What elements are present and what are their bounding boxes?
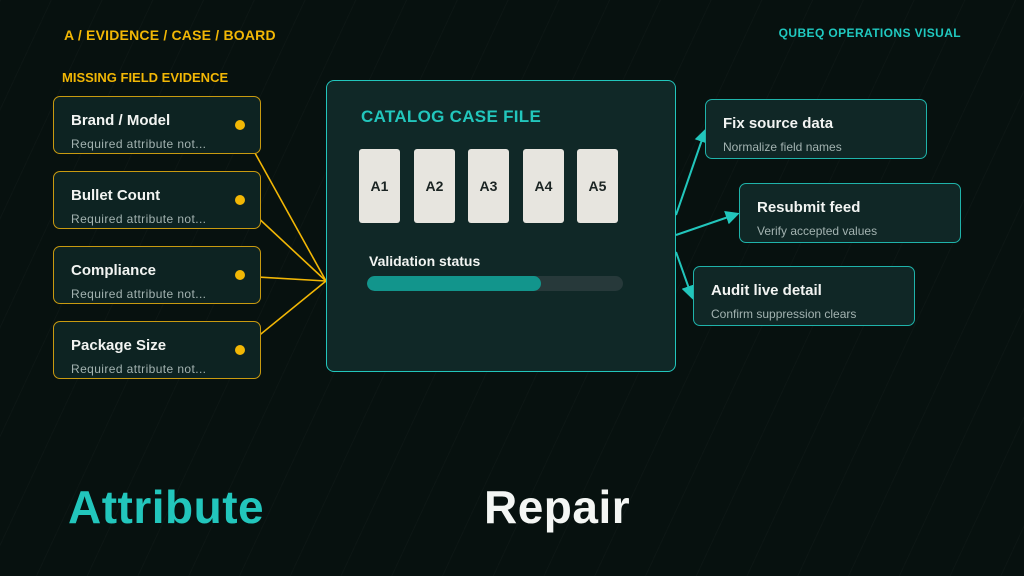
action-arrow-3 [675, 251, 695, 300]
attribute-slot-a4[interactable]: A4 [523, 149, 564, 223]
action-card-resubmit-feed[interactable]: Resubmit feed Verify accepted values [739, 183, 961, 243]
evidence-section-label: MISSING FIELD EVIDENCE [62, 70, 229, 85]
connector-dot-icon [235, 120, 245, 130]
evidence-card-subtitle: Required attribute not... [71, 362, 207, 376]
connector-dot-icon [235, 195, 245, 205]
headline-word-repair: Repair [484, 481, 631, 533]
attribute-slot-a5[interactable]: A5 [577, 149, 618, 223]
action-arrow-2 [675, 211, 740, 236]
validation-status-label: Validation status [369, 253, 481, 269]
evidence-card-title: Package Size [71, 337, 167, 354]
evidence-card-bullet-count[interactable]: Bullet Count Required attribute not... [53, 171, 261, 229]
action-card-title: Resubmit feed [757, 199, 861, 216]
action-arrow-1 [675, 128, 708, 216]
action-card-title: Fix source data [723, 115, 834, 132]
evidence-card-subtitle: Required attribute not... [71, 287, 207, 301]
evidence-card-compliance[interactable]: Compliance Required attribute not... [53, 246, 261, 304]
attribute-slot-a2[interactable]: A2 [414, 149, 455, 223]
action-card-subtitle: Normalize field names [723, 140, 842, 154]
action-card-subtitle: Confirm suppression clears [711, 307, 857, 321]
action-card-fix-source-data[interactable]: Fix source data Normalize field names [705, 99, 927, 159]
breadcrumb: A / EVIDENCE / CASE / BOARD [64, 27, 276, 43]
validation-progress-fill [367, 276, 542, 291]
validation-progress-bar [367, 276, 623, 291]
evidence-card-title: Brand / Model [71, 112, 171, 129]
attribute-slot-a1[interactable]: A1 [359, 149, 400, 223]
catalog-case-file-panel: CATALOG CASE FILE A1 A2 A3 A4 A5 Validat… [326, 80, 676, 372]
attribute-slot-a3[interactable]: A3 [468, 149, 509, 223]
evidence-card-title: Bullet Count [71, 187, 161, 204]
action-card-subtitle: Verify accepted values [757, 224, 878, 238]
evidence-card-package-size[interactable]: Package Size Required attribute not... [53, 321, 261, 379]
action-card-audit-live-detail[interactable]: Audit live detail Confirm suppression cl… [693, 266, 915, 326]
evidence-card-subtitle: Required attribute not... [71, 137, 207, 151]
headline-word-attribute: Attribute [68, 481, 265, 533]
evidence-card-title: Compliance [71, 262, 157, 279]
brand-label: QUBEQ OPERATIONS VISUAL [778, 26, 961, 40]
case-file-title: CATALOG CASE FILE [361, 107, 542, 126]
connector-dot-icon [235, 270, 245, 280]
action-card-title: Audit live detail [711, 282, 822, 299]
connector-dot-icon [235, 345, 245, 355]
evidence-card-subtitle: Required attribute not... [71, 212, 207, 226]
evidence-card-brand-model[interactable]: Brand / Model Required attribute not... [53, 96, 261, 154]
